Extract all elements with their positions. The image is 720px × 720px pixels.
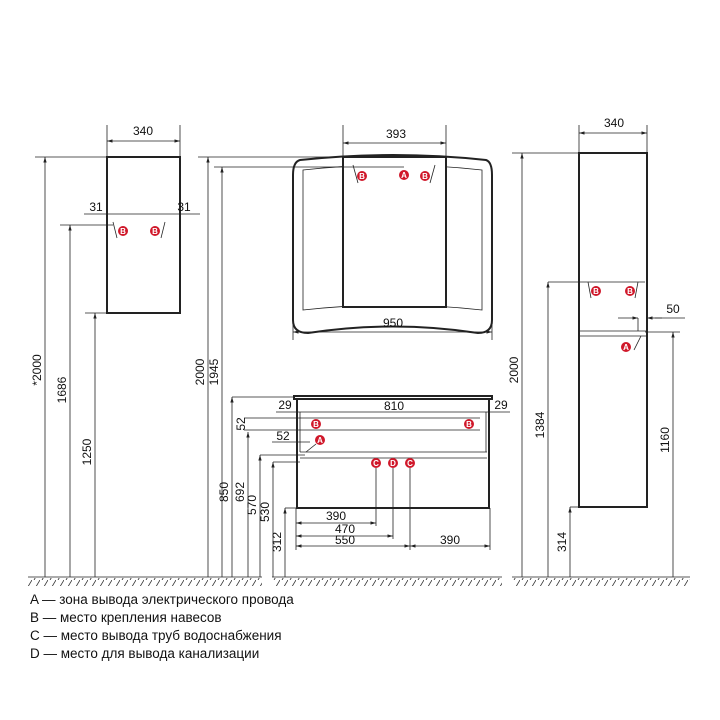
marker-c: C — [405, 458, 415, 468]
marker-a: A — [315, 435, 325, 445]
dim-vanity-850: 850 — [217, 482, 231, 502]
svg-text:A: A — [317, 436, 323, 445]
dim-vanity-d: 470 — [335, 522, 355, 536]
dim-left-total-height: *2000 — [30, 354, 44, 386]
svg-text:B: B — [593, 287, 599, 296]
mirror-cabinet: 393 950 2000 1945 B A B — [193, 125, 493, 577]
tall-cabinet-right: 340 50 2000 1384 1160 314 B B A — [507, 116, 685, 577]
dim-vanity-c3: 390 — [440, 533, 460, 547]
vanity-unit: 29 810 29 52 52 850 692 570 530 312 390 … — [217, 395, 510, 577]
dim-vanity-b-gap: 52 — [234, 417, 248, 431]
legend-item-b: B — место крепления навесов — [30, 610, 222, 625]
dim-vanity-side-left: 29 — [278, 398, 292, 412]
dim-right-total-height: 2000 — [507, 356, 521, 383]
marker-b: B — [625, 286, 635, 296]
marker-c: C — [371, 458, 381, 468]
marker-b: B — [311, 419, 321, 429]
svg-text:C: C — [407, 459, 413, 468]
dim-mirror-top-height: 1945 — [207, 358, 221, 385]
dim-mirror-door: 393 — [386, 127, 406, 141]
dim-vanity-c2: 550 — [335, 533, 355, 547]
dim-left-mount-height: 1686 — [55, 376, 69, 403]
svg-text:B: B — [152, 227, 158, 236]
svg-text:D: D — [390, 459, 396, 468]
svg-text:B: B — [120, 227, 126, 236]
dim-mirror-width: 950 — [383, 316, 403, 330]
dim-left-bottom-height: 1250 — [80, 438, 94, 465]
marker-b: B — [357, 171, 367, 181]
dim-right-bottom-height: 314 — [555, 532, 569, 552]
dim-right-offset: 50 — [666, 302, 680, 316]
svg-text:B: B — [422, 172, 428, 181]
svg-text:B: B — [359, 172, 365, 181]
dim-vanity-inner-width: 810 — [384, 399, 404, 413]
svg-text:A: A — [623, 343, 629, 352]
marker-d: D — [388, 458, 398, 468]
marker-b: B — [591, 286, 601, 296]
dim-vanity-692: 692 — [233, 482, 247, 502]
marker-b: B — [150, 226, 160, 236]
dim-right-mount-height: 1384 — [533, 411, 547, 438]
legend-item-c: C — место вывода труб водоснабжения — [30, 628, 282, 643]
dim-vanity-570: 570 — [245, 495, 259, 515]
dim-left-width: 340 — [133, 124, 153, 138]
svg-text:B: B — [627, 287, 633, 296]
dim-right-width: 340 — [604, 116, 624, 130]
svg-text:B: B — [466, 420, 472, 429]
svg-text:A: A — [401, 171, 407, 180]
dim-right-a-height: 1160 — [658, 427, 672, 453]
svg-text:B: B — [313, 420, 319, 429]
dim-vanity-a-gap: 52 — [276, 429, 290, 443]
dim-left-side-l: 31 — [89, 200, 103, 214]
floor-lines — [28, 576, 690, 586]
dim-left-side-r: 31 — [177, 200, 191, 214]
legend-item-a: A — зона вывода электрического провода — [30, 592, 294, 607]
marker-a: A — [399, 170, 409, 180]
marker-b: B — [420, 171, 430, 181]
marker-b: B — [118, 226, 128, 236]
wall-cabinet-left: 340 31 31 *2000 1686 1250 B B — [30, 124, 200, 577]
legend-item-d: D — место для вывода канализации — [30, 646, 260, 661]
dim-mirror-total-height: 2000 — [193, 358, 207, 385]
dim-vanity-c1: 390 — [326, 509, 346, 523]
dim-vanity-312: 312 — [270, 532, 284, 552]
marker-b: B — [464, 419, 474, 429]
dim-vanity-side-right: 29 — [494, 398, 508, 412]
dim-vanity-530: 530 — [258, 502, 272, 522]
svg-text:C: C — [373, 459, 379, 468]
legend: A — зона вывода электрического провода B… — [30, 591, 294, 663]
marker-a: A — [621, 342, 631, 352]
